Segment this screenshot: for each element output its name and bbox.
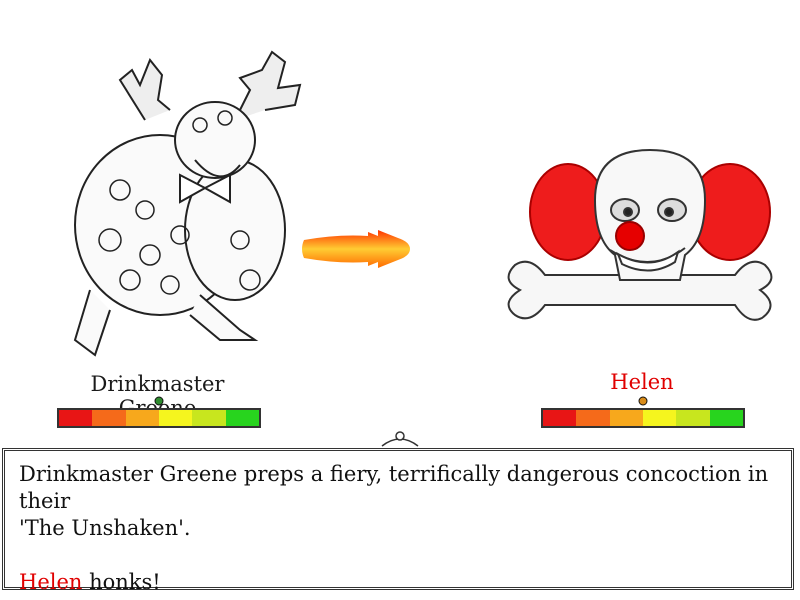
dialog-blank-line: [19, 542, 789, 569]
health-segment: [543, 410, 577, 426]
dialog-ornament-icon: [381, 431, 419, 447]
health-segment: [125, 410, 159, 426]
fire-projectile: [302, 230, 410, 268]
health-segment: [642, 410, 677, 426]
dialog-line: Drinkmaster Greene preps a fiery, terrif…: [19, 462, 769, 513]
health-segment: [676, 410, 710, 426]
dialog-line: Helen honks!: [19, 569, 789, 596]
player-health-marker-icon: [154, 396, 164, 406]
dialog-action-text: honks!: [82, 570, 161, 594]
health-segment: [92, 410, 126, 426]
dialog-box: Drinkmaster Greene preps a fiery, terrif…: [2, 448, 794, 594]
player-sprite: [73, 50, 302, 357]
health-segment: [59, 410, 93, 426]
health-segment: [192, 410, 226, 426]
enemy-sprite: [507, 148, 773, 321]
health-segment: [609, 410, 643, 426]
health-segment: [158, 410, 193, 426]
health-segment: [709, 410, 743, 426]
health-segment: [225, 410, 259, 426]
dialog-text: Drinkmaster Greene preps a fiery, terrif…: [19, 461, 789, 596]
enemy-health-marker-icon: [638, 396, 648, 406]
enemy-name: Helen: [610, 370, 674, 394]
player-health-bar: [57, 408, 261, 428]
health-segment: [576, 410, 610, 426]
dialog-enemy-name: Helen: [19, 570, 83, 594]
dialog-line: 'The Unshaken'.: [19, 516, 191, 540]
enemy-health-bar: [541, 408, 745, 428]
